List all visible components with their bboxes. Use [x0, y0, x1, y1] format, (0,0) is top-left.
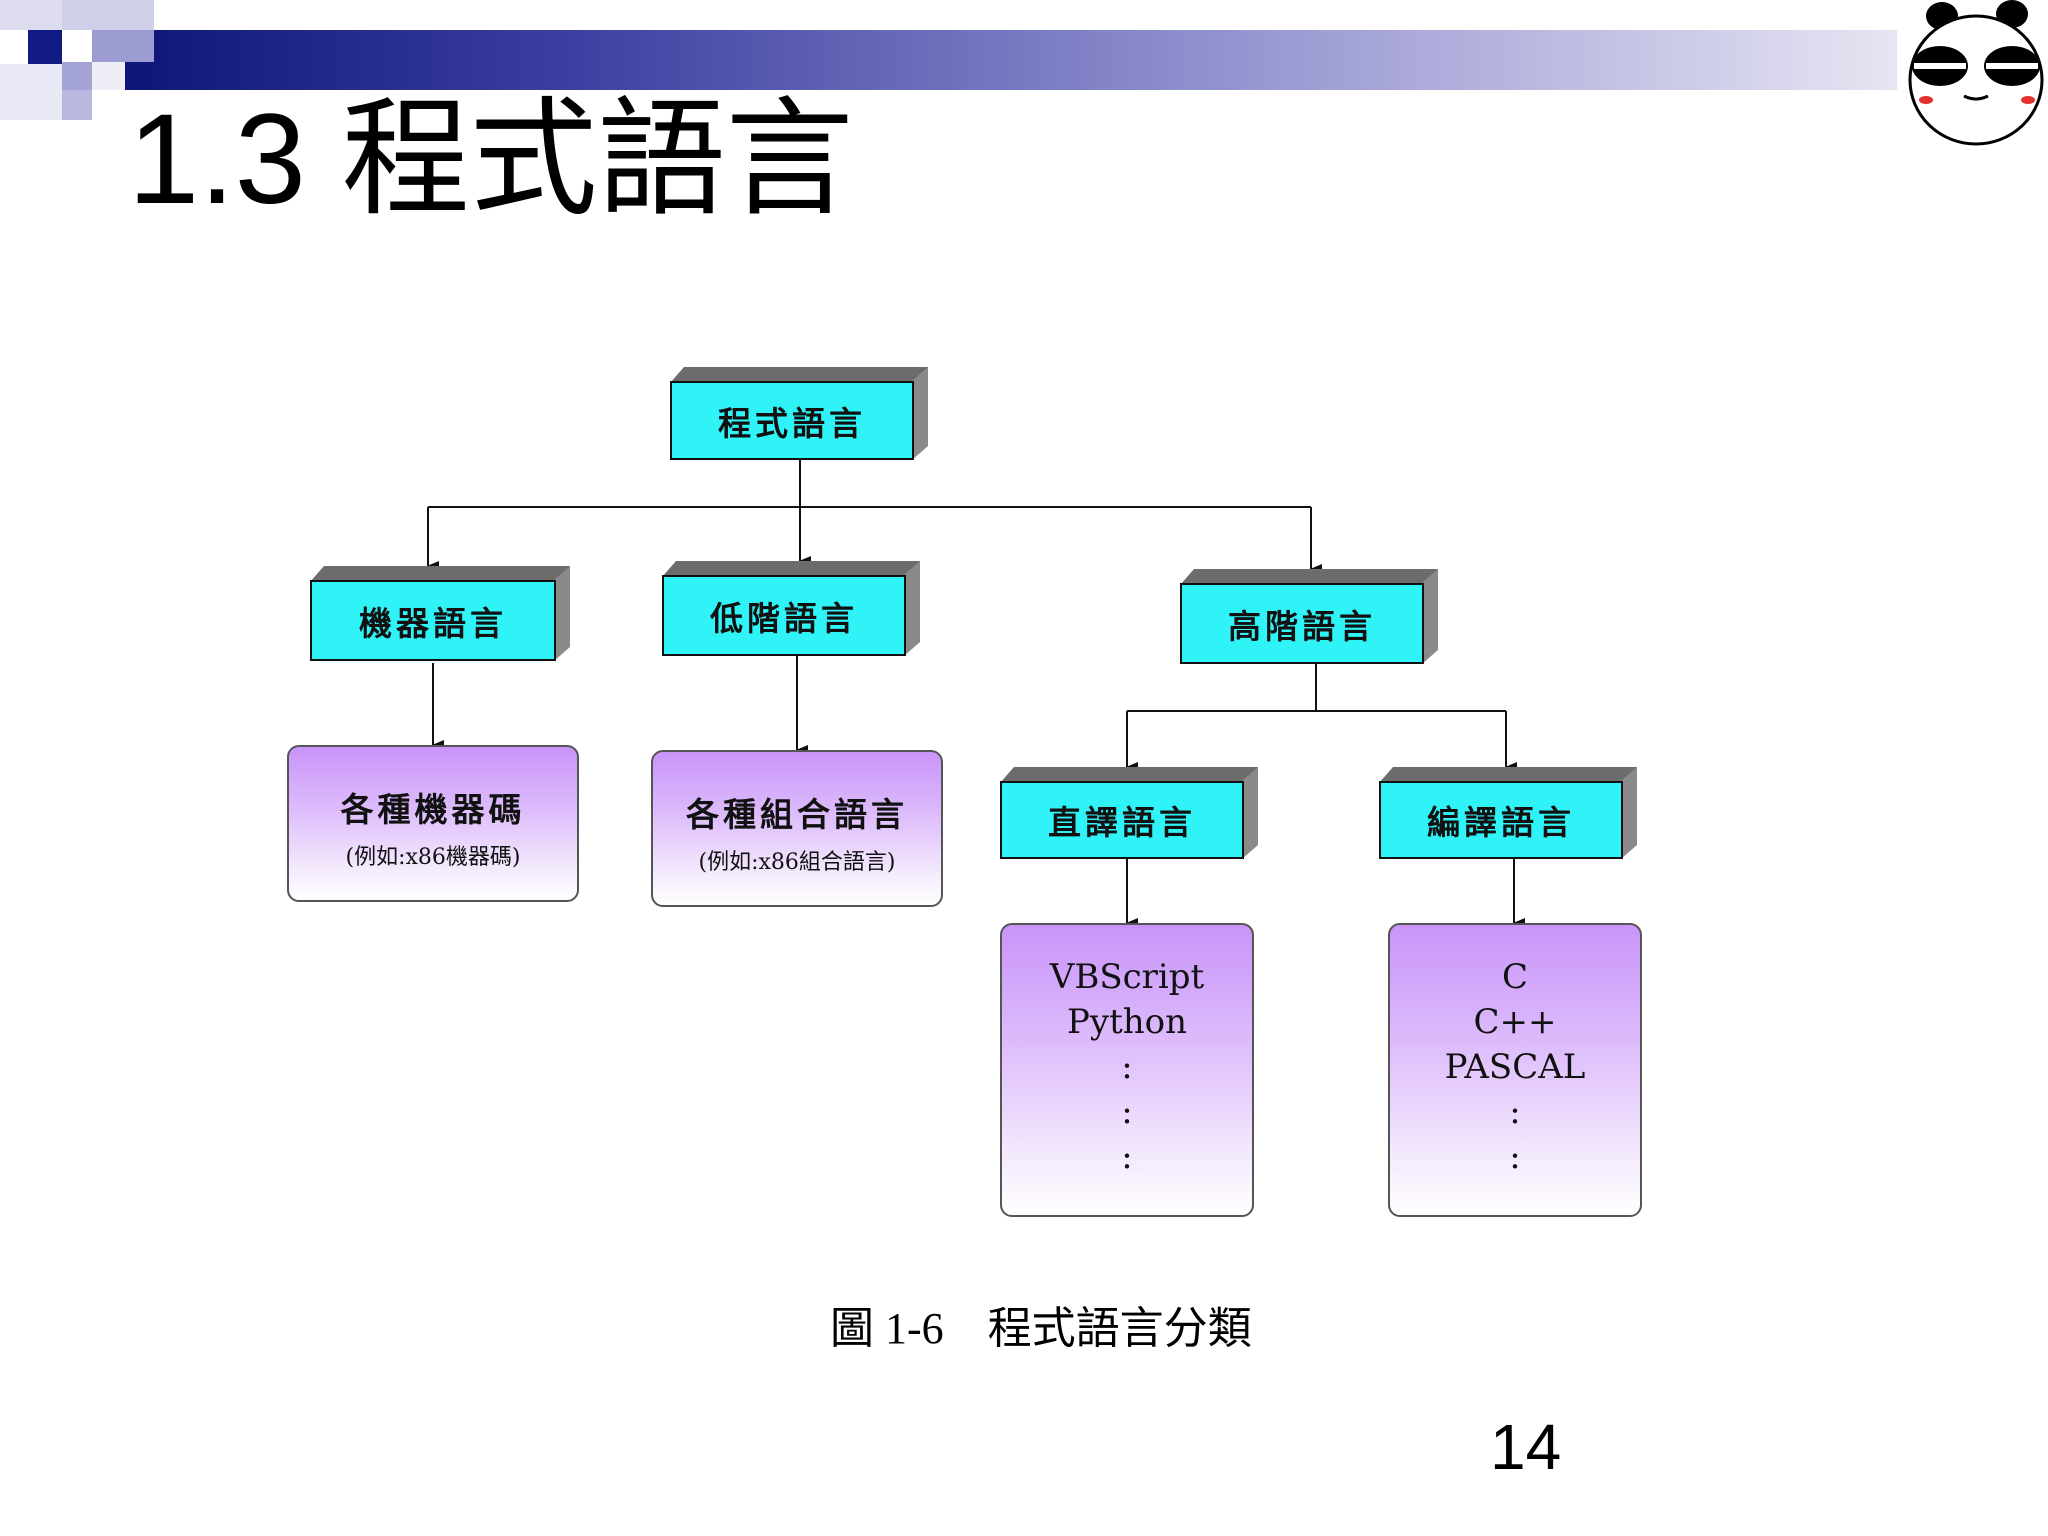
- language-name: C++: [1473, 1002, 1557, 1042]
- header-decor-square: [0, 0, 64, 30]
- language-name: Python: [1066, 1002, 1187, 1042]
- header-decor-square: [92, 62, 125, 90]
- leaf-assembly-language: 各種組合語言 (例如:x86組合語言): [651, 750, 943, 907]
- leaf-machine-code: 各種機器碼 (例如:x86機器碼): [287, 745, 579, 902]
- panda-face-icon: [1908, 0, 2044, 146]
- node-label: 高階語言: [1180, 583, 1424, 664]
- header-decor-square: [62, 90, 92, 120]
- ellipsis-mark: :: [1121, 1137, 1133, 1177]
- ellipsis-mark: :: [1509, 1092, 1521, 1132]
- figure-caption: 圖 1-6 程式語言分類: [830, 1304, 1252, 1353]
- node-machine-language: 機器語言: [310, 566, 570, 661]
- leaf-title: 各種組合語言: [686, 795, 908, 834]
- page-number: 14: [1490, 1411, 1562, 1483]
- leaf-example: (例如:x86組合語言): [698, 850, 896, 875]
- node-programming-language: 程式語言: [670, 367, 928, 460]
- language-name: PASCAL: [1444, 1047, 1586, 1087]
- header-decor-square: [92, 30, 154, 62]
- node-high-level-language: 高階語言: [1180, 569, 1438, 664]
- node-label: 機器語言: [310, 580, 556, 661]
- leaf-interpreted-examples: VBScript Python : : :: [1000, 923, 1254, 1217]
- ellipsis-mark: :: [1121, 1092, 1133, 1132]
- node-low-level-language: 低階語言: [662, 561, 920, 656]
- node-label: 程式語言: [670, 381, 914, 460]
- node-compiled-language: 編譯語言: [1379, 767, 1637, 859]
- ellipsis-mark: :: [1509, 1137, 1521, 1177]
- header-gradient-band: [125, 30, 1897, 90]
- ellipsis-mark: :: [1121, 1047, 1133, 1087]
- leaf-example: (例如:x86機器碼): [345, 845, 521, 870]
- node-label: 低階語言: [662, 575, 906, 656]
- node-label: 編譯語言: [1379, 781, 1623, 859]
- node-label: 直譯語言: [1000, 781, 1244, 859]
- header-decor-square: [62, 62, 92, 90]
- language-name: C: [1501, 957, 1528, 997]
- header-decor-square: [62, 0, 154, 30]
- leaf-title: 各種機器碼: [340, 790, 526, 829]
- header-decor-square: [28, 30, 62, 64]
- leaf-compiled-examples: C C++ PASCAL : :: [1388, 923, 1642, 1217]
- node-interpreted-language: 直譯語言: [1000, 767, 1258, 859]
- language-name: VBScript: [1049, 957, 1205, 997]
- slide-title: 1.3 程式語言: [128, 88, 854, 231]
- header-decor-square: [0, 64, 62, 120]
